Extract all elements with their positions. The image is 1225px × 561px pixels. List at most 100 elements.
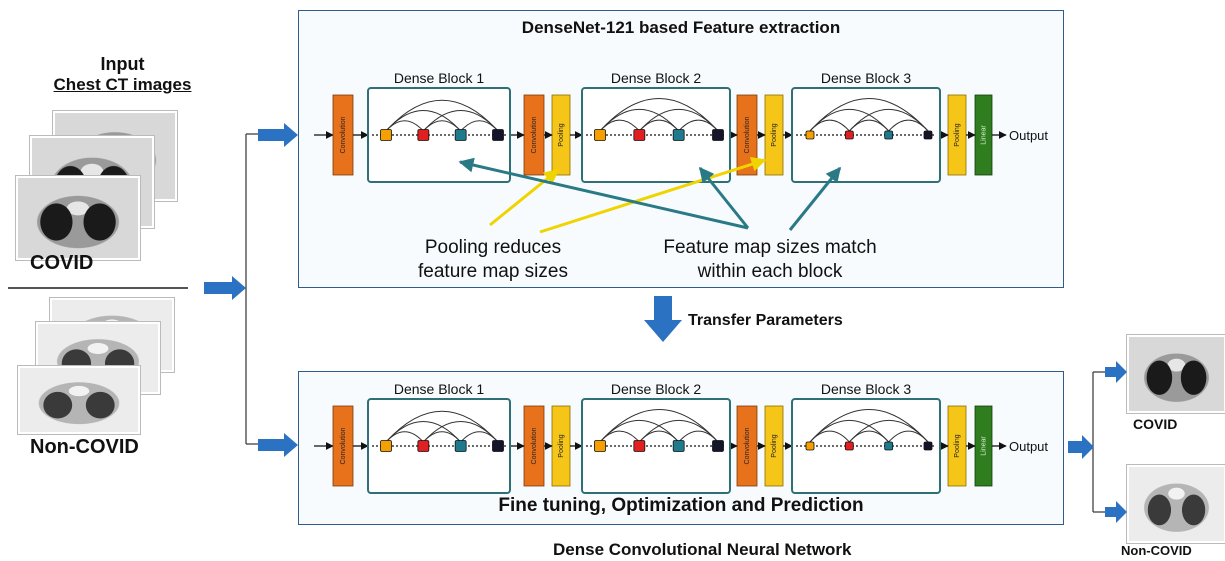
pooling-label: Pooling	[954, 123, 961, 146]
footer-title: Dense Convolutional Neural Network	[553, 540, 852, 559]
pooling-label: Pooling	[558, 123, 565, 146]
output-noncovid-ct-image	[1127, 465, 1225, 543]
dense-connection-arc	[848, 109, 929, 132]
dense-connection-arc	[638, 420, 719, 443]
dense-connection-arc	[385, 99, 499, 132]
dense-connection-arc	[599, 409, 719, 443]
feature-map-node	[672, 129, 685, 141]
convolution-label: Convolution	[531, 427, 538, 464]
output-covid-ct-image	[1127, 335, 1225, 413]
pooling-label: Pooling	[771, 434, 778, 457]
dense-connection-arc	[888, 430, 929, 443]
feature-map-node	[844, 441, 854, 451]
input-splitter	[245, 133, 258, 445]
output-splitter	[1092, 371, 1105, 513]
output-arrow	[1068, 435, 1094, 459]
dense-connection-arc	[638, 109, 719, 132]
pointer-arrow-yellow	[489, 168, 560, 227]
dense-connection-arc	[678, 430, 719, 443]
feature-map-annotation-line1: Feature map sizes match	[663, 237, 877, 258]
fine-tuning-caption: Fine tuning, Optimization and Prediction	[498, 495, 864, 516]
feature-map-node	[633, 440, 646, 452]
output-label: Output	[1009, 128, 1048, 143]
feature-map-node	[492, 440, 504, 452]
feature-map-node	[417, 129, 430, 141]
feature-map-node	[417, 440, 430, 452]
feature-map-node	[672, 440, 685, 452]
to-finetune-panel-arrow	[258, 433, 298, 457]
dense-block-label: Dense Block 2	[611, 381, 701, 397]
dense-connection-arc	[460, 431, 499, 443]
dense-connection-arc	[460, 120, 499, 132]
convolution-label: Convolution	[531, 116, 538, 153]
feature-map-node	[454, 129, 467, 141]
convolution-label: Convolution	[340, 427, 347, 464]
feature-map-node	[594, 129, 606, 141]
feature-map-node	[380, 440, 392, 452]
convolution-label: Convolution	[744, 427, 751, 464]
dense-block-label: Dense Block 1	[394, 70, 484, 86]
pooling-label: Pooling	[954, 434, 961, 457]
feature-map-node	[380, 129, 392, 141]
dense-connection-arc	[385, 410, 499, 443]
dense-block-label: Dense Block 2	[611, 70, 701, 86]
feature-map-node	[923, 130, 933, 140]
covid-ct-image	[16, 176, 140, 260]
dense-connection-arc	[809, 98, 929, 132]
input-title-line1: Input	[100, 54, 145, 74]
input-arrow	[204, 276, 246, 300]
feature-map-node	[712, 129, 724, 141]
feature-map-node	[594, 440, 606, 452]
network-strip-top: Convolution Convolution Convolution Pooling…	[314, 70, 1048, 183]
pooling-label: Pooling	[771, 123, 778, 146]
transfer-arrow	[644, 296, 682, 342]
network-strip-bottom: Convolution Convolution Convolution Pooling…	[314, 381, 1048, 494]
convolution-label: Convolution	[340, 116, 347, 153]
convolution-label: Convolution	[744, 116, 751, 153]
feature-map-annotation-line2: within each block	[697, 261, 843, 282]
input-covid-label: COVID	[30, 252, 94, 274]
transfer-parameters-label: Transfer Parameters	[688, 312, 843, 329]
output-label: Output	[1009, 439, 1048, 454]
feature-map-node	[805, 130, 815, 140]
dense-connection-arc	[678, 119, 719, 132]
dense-connection-arc	[809, 409, 929, 443]
feature-map-node	[923, 441, 933, 451]
output-covid-label: COVID	[1133, 416, 1178, 432]
dense-block-label: Dense Block 3	[821, 381, 911, 397]
pooling-label: Pooling	[558, 434, 565, 457]
noncovid-ct-image	[18, 366, 140, 434]
pointer-arrow-teal	[698, 166, 750, 229]
dense-block-label: Dense Block 1	[394, 381, 484, 397]
pointer-arrow-yellow	[539, 156, 767, 234]
pooling-annotation-line1: Pooling reduces	[424, 237, 562, 258]
input-divider	[8, 287, 188, 289]
feature-map-node	[492, 129, 504, 141]
pointer-arrow-teal	[788, 166, 842, 231]
input-title-line2: Chest CT images	[53, 75, 192, 94]
to-noncovid-output-arrow	[1105, 501, 1127, 523]
pointer-arrow-teal	[458, 157, 749, 230]
pooling-annotation: Pooling reduces feature map sizes	[398, 236, 588, 284]
feature-map-node	[712, 440, 724, 452]
linear-label: Linear	[980, 125, 987, 145]
feature-map-annotation: Feature map sizes match within each bloc…	[640, 236, 900, 284]
linear-label: Linear	[980, 436, 987, 456]
feature-map-node	[454, 440, 467, 452]
input-noncovid-label: Non-COVID	[30, 436, 139, 458]
feature-map-node	[884, 441, 894, 451]
feature-map-node	[884, 130, 894, 140]
input-title: Input Chest CT images	[40, 54, 205, 95]
dense-connection-arc	[599, 98, 719, 132]
pooling-annotation-line2: feature map sizes	[418, 261, 568, 282]
feature-map-node	[805, 441, 815, 451]
dense-connection-arc	[888, 119, 929, 132]
dense-connection-arc	[422, 109, 499, 132]
feature-map-node	[633, 129, 646, 141]
dense-block	[367, 398, 511, 494]
feature-map-node	[844, 130, 854, 140]
dense-connection-arc	[848, 420, 929, 443]
to-covid-output-arrow	[1105, 361, 1127, 383]
to-feature-panel-arrow	[258, 123, 298, 147]
